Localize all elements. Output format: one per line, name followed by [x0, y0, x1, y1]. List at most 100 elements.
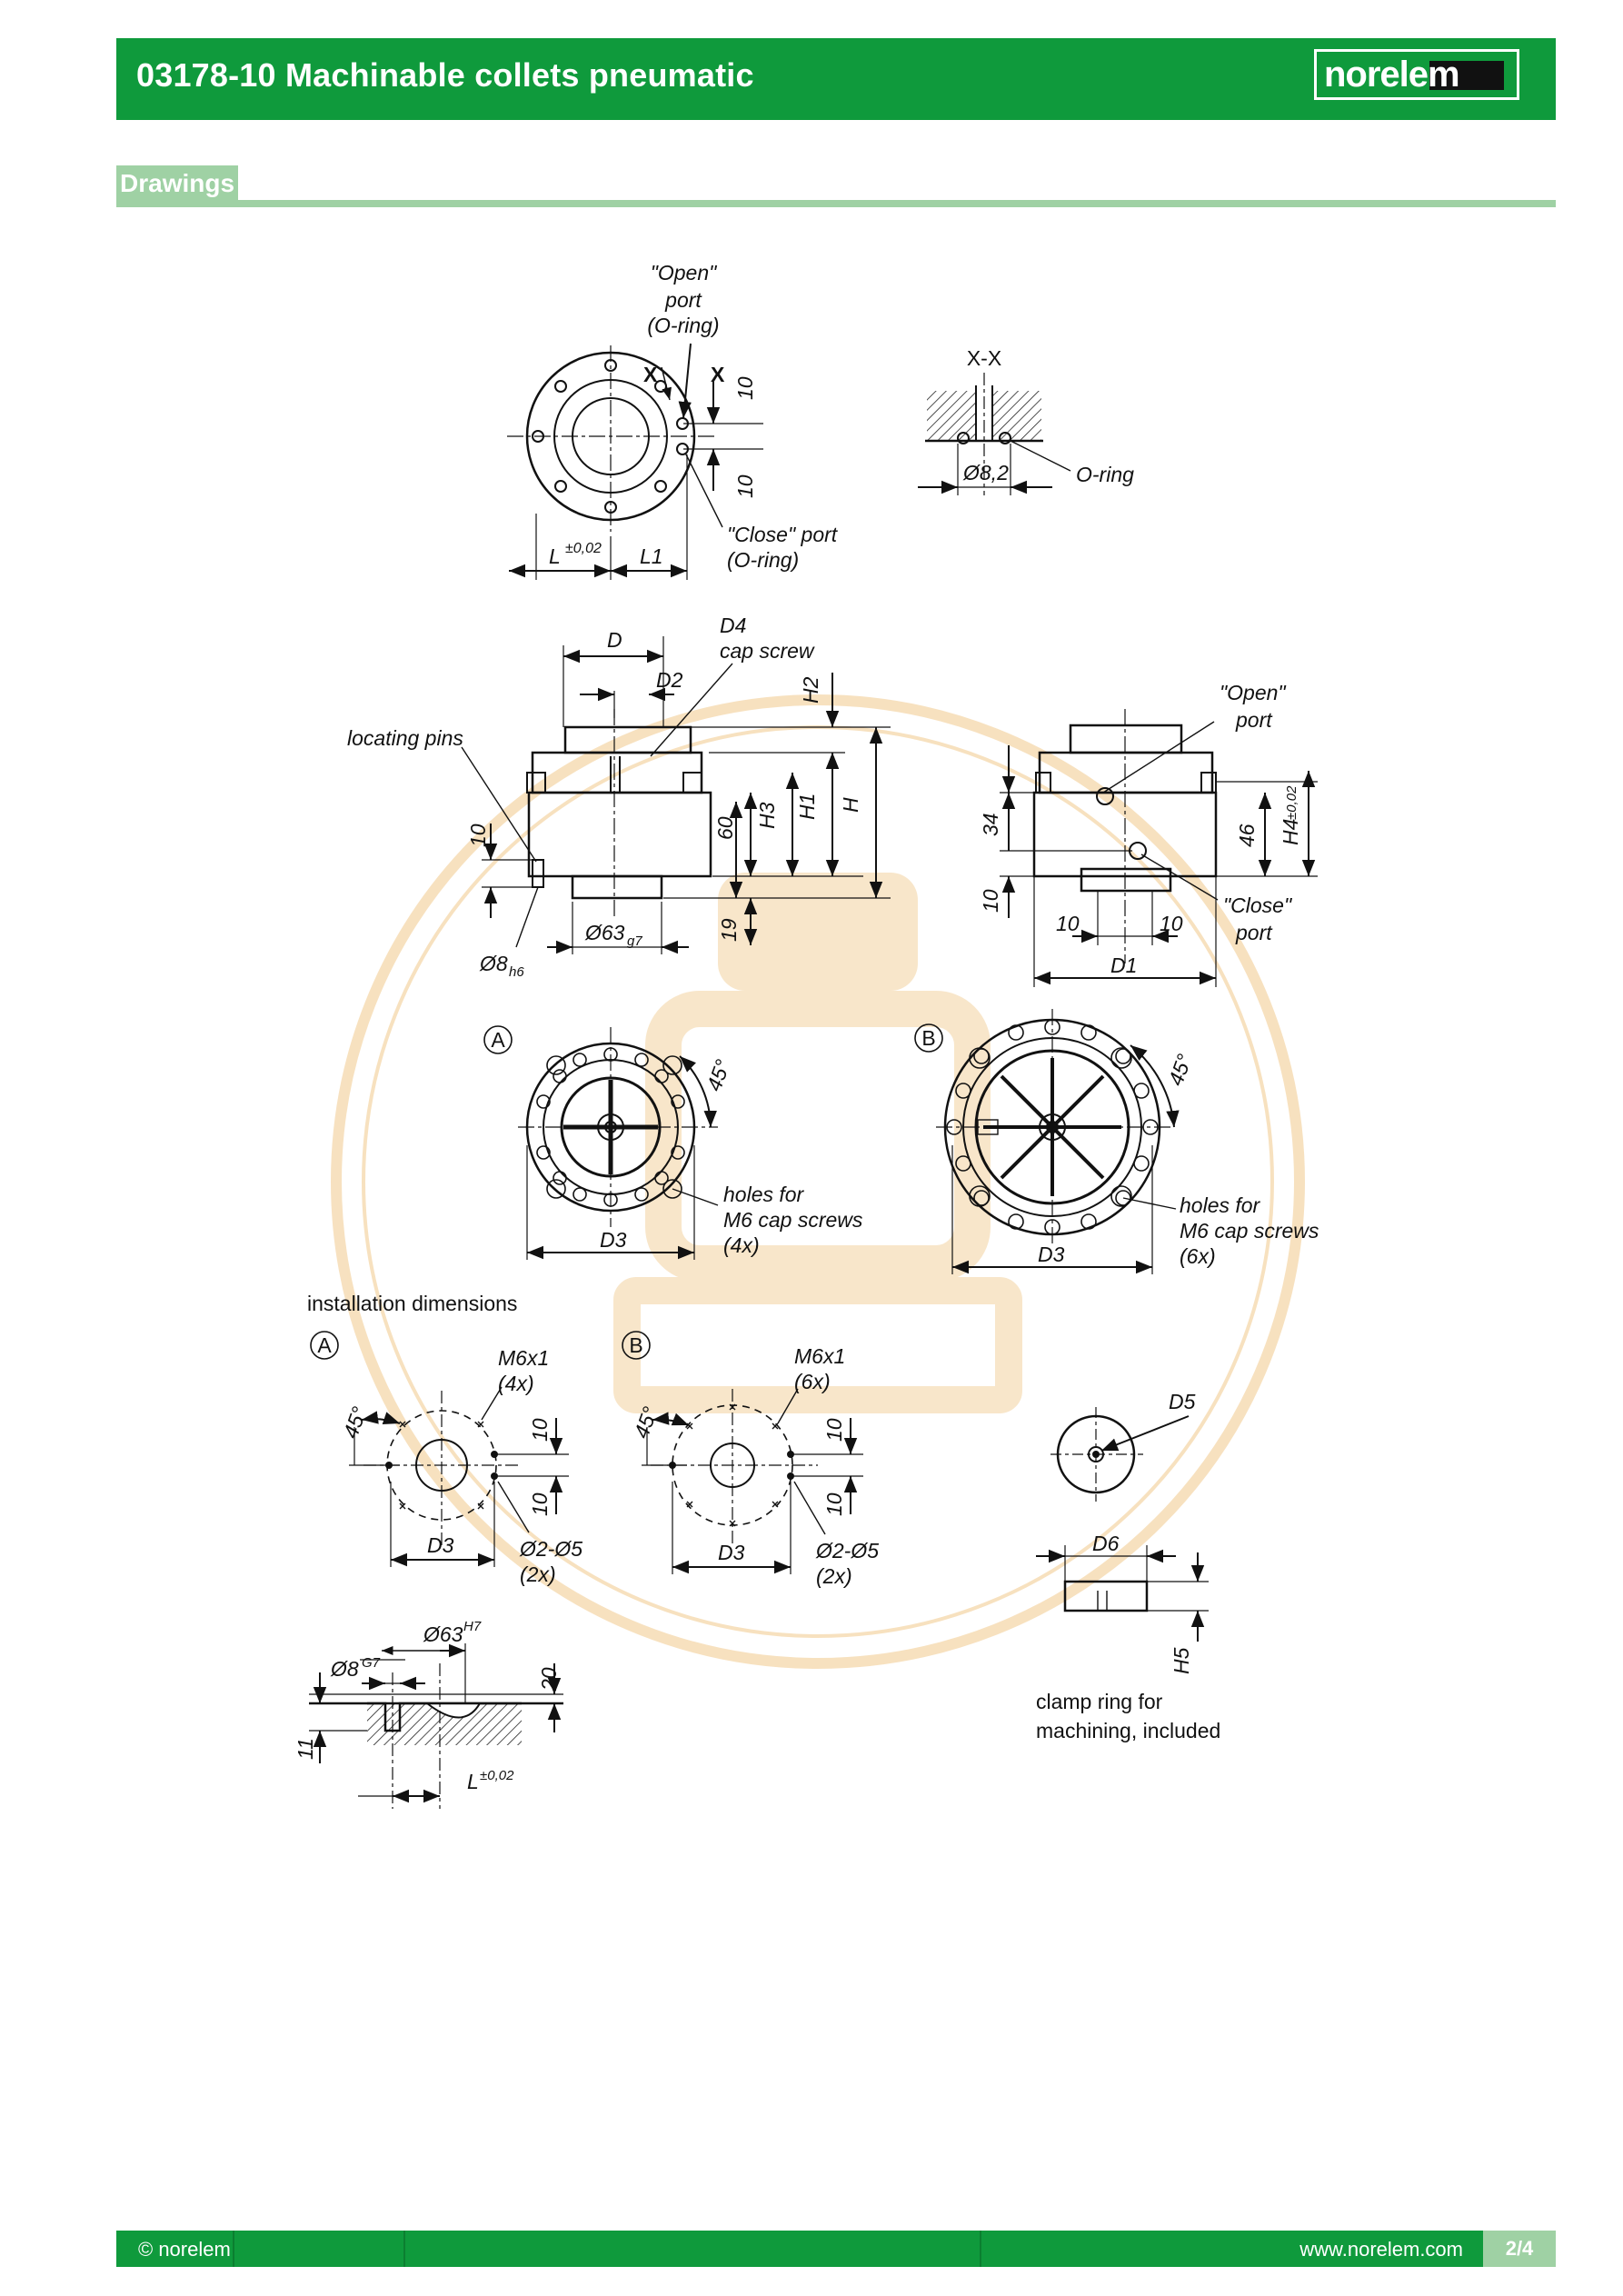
- dim-10-b: 10: [1160, 912, 1183, 935]
- view-b-angle: 45°: [1163, 1051, 1196, 1089]
- watermark: [331, 694, 1305, 1669]
- inst-a-10-bottom: 10: [528, 1492, 552, 1516]
- dim-H4-tol: ±0,02: [1284, 785, 1299, 820]
- view-a-angle: 45°: [702, 1056, 734, 1094]
- view-b-holes-2: M6 cap screws: [1180, 1219, 1319, 1243]
- cap-screw-label: cap screw: [720, 639, 815, 663]
- dim-19: 19: [717, 918, 741, 942]
- view-b-marker: B: [921, 1026, 935, 1050]
- open-port-label-3: (O-ring): [647, 314, 719, 337]
- inst-b-bore-2: (2x): [816, 1564, 852, 1588]
- view-b-holes-1: holes for: [1180, 1193, 1261, 1217]
- footer-url[interactable]: www.norelem.com: [1299, 2238, 1463, 2261]
- close-port-label-2: (O-ring): [727, 548, 799, 572]
- dim-d63: Ø63: [584, 921, 625, 944]
- inst-b-marker: B: [629, 1333, 642, 1357]
- installation-title: installation dimensions: [307, 1292, 517, 1315]
- right-view: [1000, 709, 1318, 987]
- view-a-marker: A: [491, 1028, 505, 1052]
- dim-D: D: [607, 628, 622, 652]
- inst-b-thread-1: M6x1: [794, 1344, 845, 1368]
- page-header: 03178-10 Machinable collets pneumatic no…: [116, 38, 1556, 120]
- top-view: [507, 343, 763, 580]
- x-mark-right: X: [711, 363, 725, 386]
- clamp-ring-caption-2: machining, included: [1036, 1719, 1220, 1742]
- dim-H1: H1: [795, 794, 819, 820]
- inst-a-bore-1: Ø2-Ø5: [519, 1537, 582, 1561]
- right-close-port-1: "Close": [1223, 893, 1293, 917]
- close-port-label-1: "Close" port: [727, 523, 839, 546]
- dim-60: 60: [713, 816, 737, 840]
- view-a-D3: D3: [600, 1228, 627, 1252]
- dim-46: 46: [1235, 824, 1259, 847]
- view-b-holes-3: (6x): [1180, 1244, 1216, 1268]
- inst-a-bore-2: (2x): [520, 1562, 556, 1586]
- dim-D2: D2: [656, 668, 683, 692]
- right-open-port-1: "Open": [1220, 681, 1287, 704]
- inst-sec-11: 11: [294, 1738, 317, 1760]
- section-rule: [116, 200, 1556, 207]
- inst-a-angle: 45°: [338, 1403, 371, 1442]
- view-a: [483, 1025, 719, 1260]
- dim-H: H: [839, 797, 862, 813]
- dim-10-top: 10: [733, 376, 757, 400]
- inst-sec-h7: H7: [463, 1619, 482, 1634]
- section-x-x: [918, 373, 1071, 495]
- footer-divider: [403, 2231, 405, 2267]
- dim-L1: L1: [640, 544, 663, 568]
- page-number: 2/4: [1483, 2231, 1556, 2267]
- dim-d8: Ø8: [479, 952, 508, 975]
- dim-d63-tol: g7: [627, 933, 642, 949]
- dim-D4: D4: [720, 614, 746, 637]
- footer-divider: [233, 2231, 234, 2267]
- inst-a-thread-2: (4x): [498, 1372, 534, 1395]
- inst-a-thread-1: M6x1: [498, 1346, 549, 1370]
- dim-L-tolerance: ±0,02: [565, 541, 602, 556]
- clamp-ring-D6: D6: [1092, 1532, 1120, 1555]
- installation-section: [309, 1643, 563, 1809]
- clamp-ring-H5: H5: [1170, 1647, 1193, 1674]
- inst-a-D3: D3: [427, 1533, 454, 1557]
- dim-10-pin: 10: [466, 824, 490, 847]
- dim-10-a: 10: [1056, 912, 1080, 935]
- logo-text: norelem: [1324, 55, 1460, 95]
- dim-d8-tol: h6: [509, 964, 524, 980]
- dim-34: 34: [979, 813, 1002, 836]
- inst-a-marker: A: [317, 1333, 332, 1357]
- section-xx-diameter: Ø8,2: [962, 461, 1009, 484]
- inst-sec-d8: Ø8: [330, 1657, 359, 1681]
- right-close-port-2: port: [1235, 921, 1273, 944]
- open-port-label-2: port: [664, 288, 702, 312]
- inst-sec-g7: G7: [362, 1655, 381, 1671]
- inst-b-D3: D3: [718, 1541, 745, 1564]
- locating-pins-label: locating pins: [347, 726, 463, 750]
- right-open-port-2: port: [1235, 708, 1273, 732]
- inst-b-10-top: 10: [822, 1418, 846, 1442]
- section-xx-oring: O-ring: [1076, 463, 1134, 486]
- dim-H2: H2: [799, 676, 822, 704]
- section-label: Drawings: [116, 165, 239, 202]
- inst-sec-tol: ±0,02: [480, 1768, 514, 1783]
- dim-L: L: [549, 544, 561, 568]
- norelem-logo: norelem: [1314, 49, 1519, 100]
- logo-bar: [1429, 61, 1504, 90]
- page-title: 03178-10 Machinable collets pneumatic: [136, 56, 754, 94]
- dim-D1: D1: [1110, 953, 1137, 977]
- clamp-ring: [1036, 1407, 1209, 1642]
- inst-sec-d63: Ø63: [423, 1622, 463, 1646]
- side-view: [461, 636, 891, 954]
- footer-copyright: © norelem: [138, 2238, 231, 2261]
- page-footer: © norelem www.norelem.com 2/4: [116, 2231, 1556, 2267]
- view-b-D3: D3: [1038, 1243, 1065, 1266]
- section-xx-title: X-X: [967, 346, 1001, 370]
- dim-H4: H4: [1279, 819, 1302, 845]
- inst-b-bore-1: Ø2-Ø5: [815, 1539, 879, 1562]
- footer-divider: [980, 2231, 981, 2267]
- view-b: [914, 1009, 1180, 1274]
- inst-b-thread-2: (6x): [794, 1370, 831, 1393]
- inst-sec-L: L: [467, 1770, 479, 1793]
- clamp-ring-D5: D5: [1169, 1390, 1196, 1413]
- view-a-holes-3: (4x): [723, 1233, 760, 1257]
- dim-10-bottom: 10: [733, 474, 757, 498]
